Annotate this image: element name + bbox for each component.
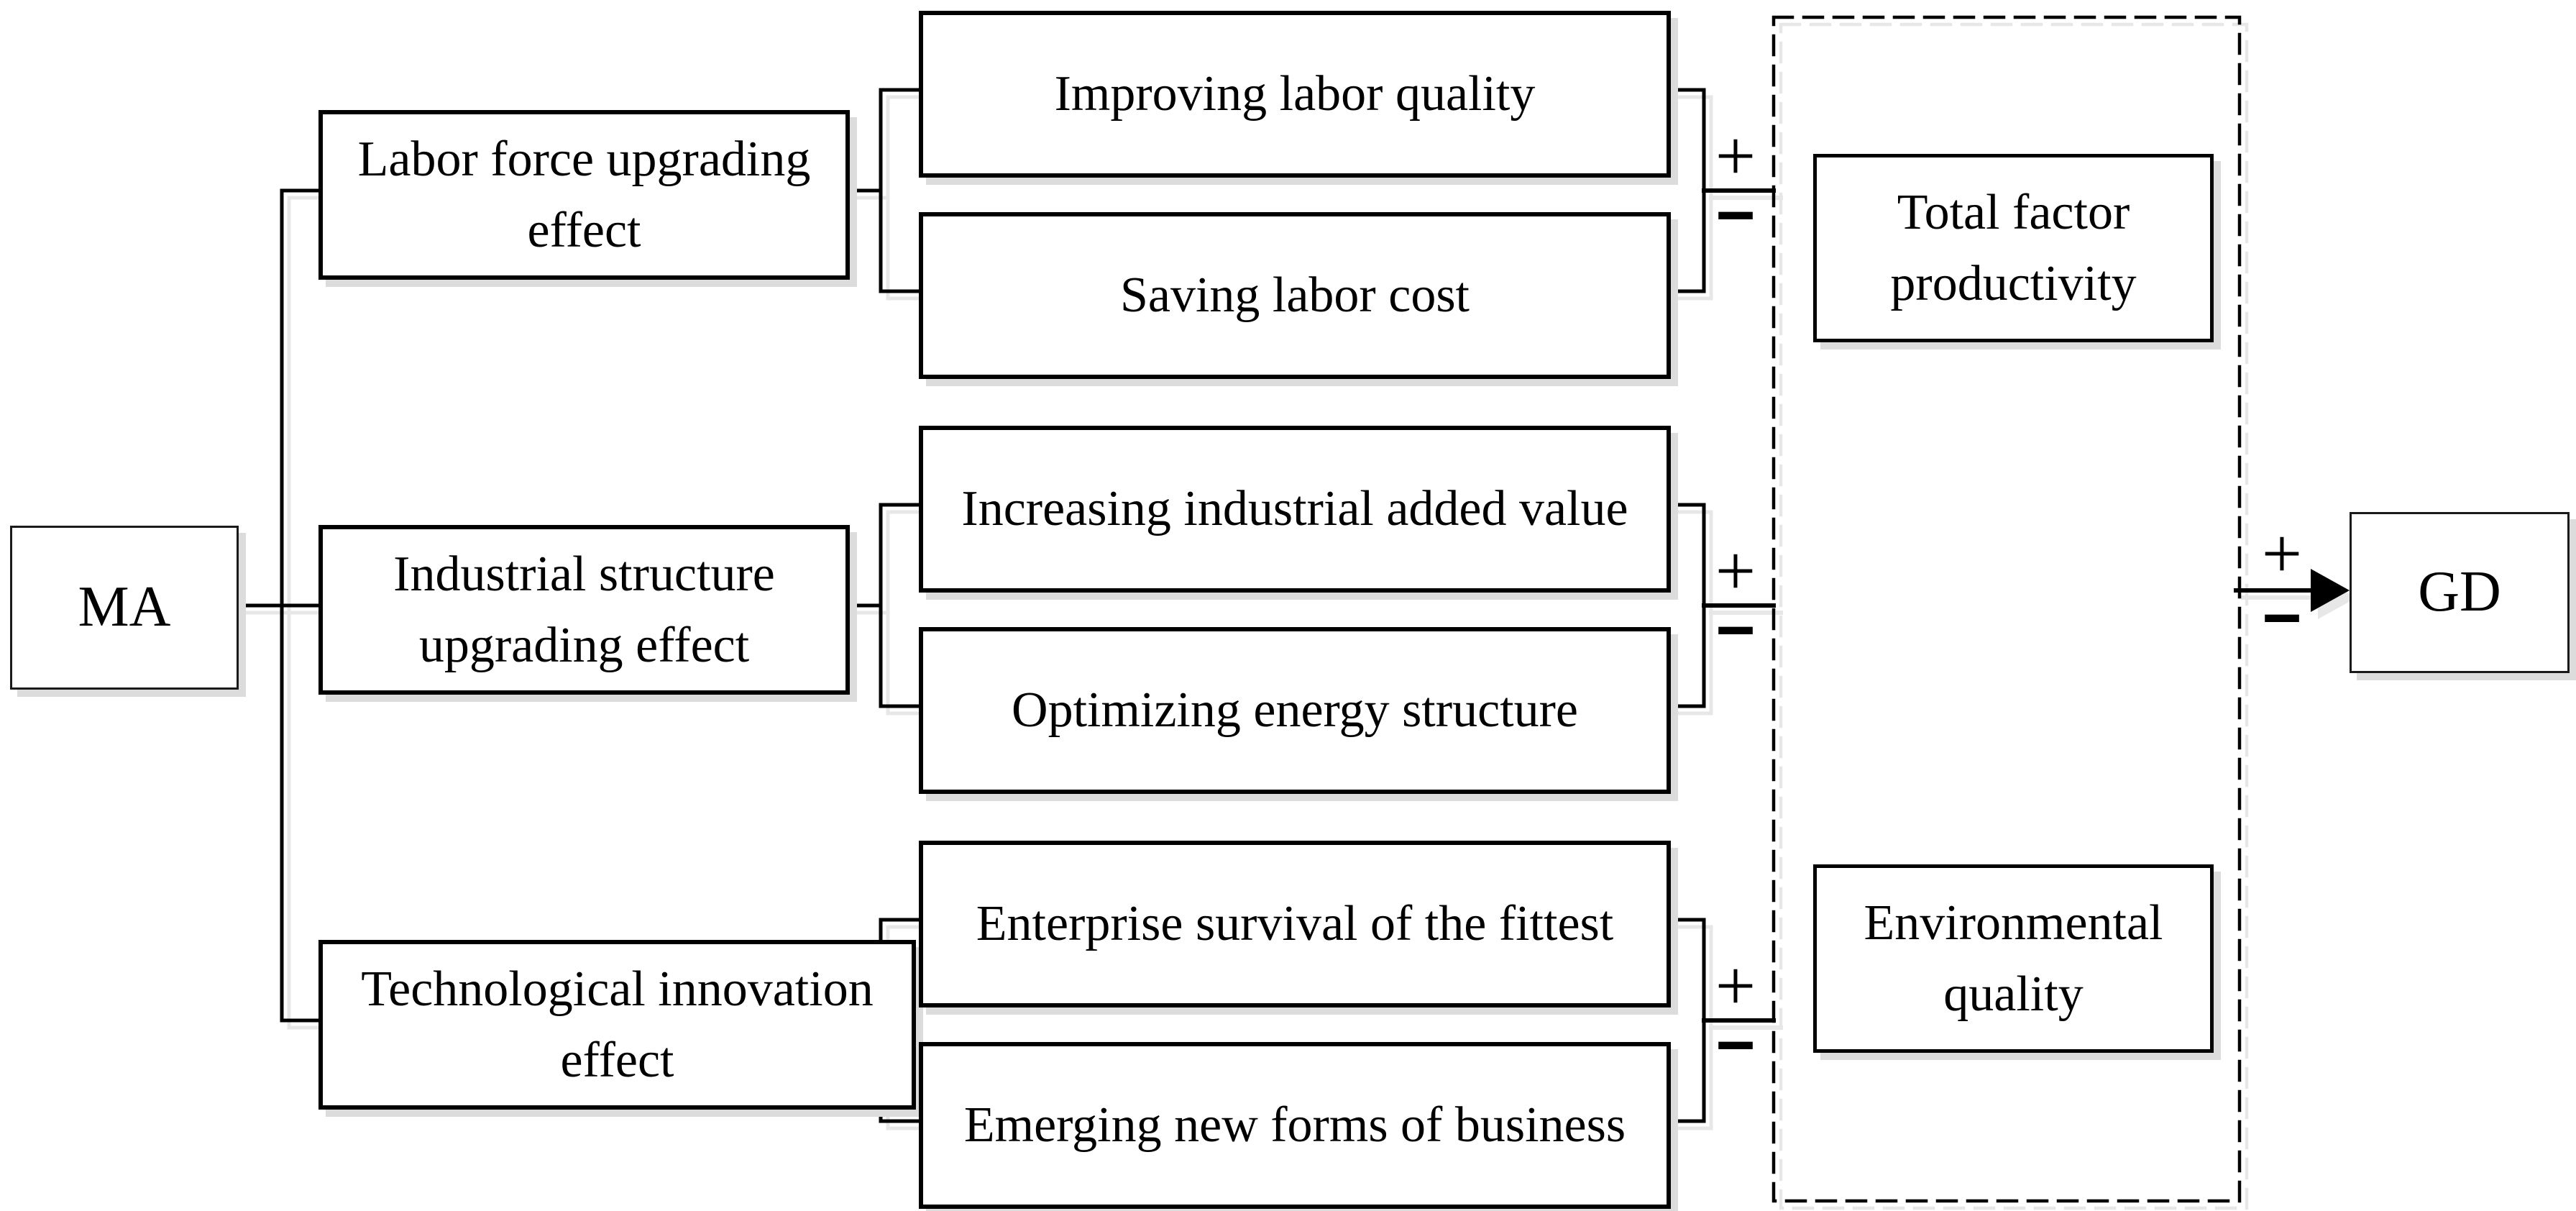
node-mech-emerging-new-business: Emerging new forms of business: [919, 1042, 1671, 1209]
minus-sign-pair3: −: [1715, 1007, 1756, 1084]
minus-sign-gd-arrow: −: [2262, 580, 2302, 657]
node-mech-saving-labor-cost-label: Saving labor cost: [1119, 268, 1470, 324]
node-mech-improving-labor-quality: Improving labor quality: [919, 11, 1671, 178]
node-mech-optimizing-energy-structure: Optimizing energy structure: [919, 627, 1671, 794]
minus-sign-pair1: −: [1715, 177, 1756, 254]
node-mech-enterprise-survival-label: Enterprise survival of the fittest: [976, 896, 1614, 952]
node-outcome-environmental-quality-label: Environmental quality: [1864, 895, 2163, 1022]
minus-sign-pair2: −: [1715, 592, 1756, 669]
plus-sign-pair2: +: [1715, 531, 1756, 611]
node-effect-industrial-structure-label: Industrial structure upgrading effect: [393, 546, 775, 673]
node-effect-technological-innovation: Technological innovation effect: [318, 940, 916, 1110]
node-mech-increasing-industrial-added-value: Increasing industrial added value: [919, 426, 1671, 593]
node-effect-industrial-structure: Industrial structure upgrading effect: [318, 525, 850, 695]
arrowhead: [2311, 569, 2350, 612]
node-effect-technological-innovation-label: Technological innovation effect: [361, 961, 874, 1088]
node-ma-label: MA: [78, 575, 171, 639]
plus-sign-gd-arrow: +: [2261, 513, 2303, 593]
node-ma: MA: [10, 526, 239, 690]
node-gd: GD: [2350, 512, 2570, 673]
node-mech-increasing-industrial-added-value-label: Increasing industrial added value: [961, 481, 1628, 537]
plus-sign-pair3: +: [1715, 946, 1756, 1025]
node-outcome-total-factor-productivity-label: Total factor productivity: [1890, 184, 2137, 311]
node-outcome-total-factor-productivity: Total factor productivity: [1813, 154, 2214, 342]
node-effect-labor-force-label: Labor force upgrading effect: [357, 131, 811, 258]
plus-sign-pair1: +: [1715, 116, 1756, 196]
node-mech-saving-labor-cost: Saving labor cost: [919, 212, 1671, 379]
node-mech-enterprise-survival: Enterprise survival of the fittest: [919, 841, 1671, 1007]
node-mech-emerging-new-business-label: Emerging new forms of business: [963, 1097, 1626, 1153]
node-gd-label: GD: [2418, 560, 2501, 624]
node-mech-improving-labor-quality-label: Improving labor quality: [1054, 66, 1536, 122]
node-mech-optimizing-energy-structure-label: Optimizing energy structure: [1012, 682, 1578, 739]
node-effect-labor-force: Labor force upgrading effect: [318, 110, 850, 280]
node-outcome-environmental-quality: Environmental quality: [1813, 864, 2214, 1053]
